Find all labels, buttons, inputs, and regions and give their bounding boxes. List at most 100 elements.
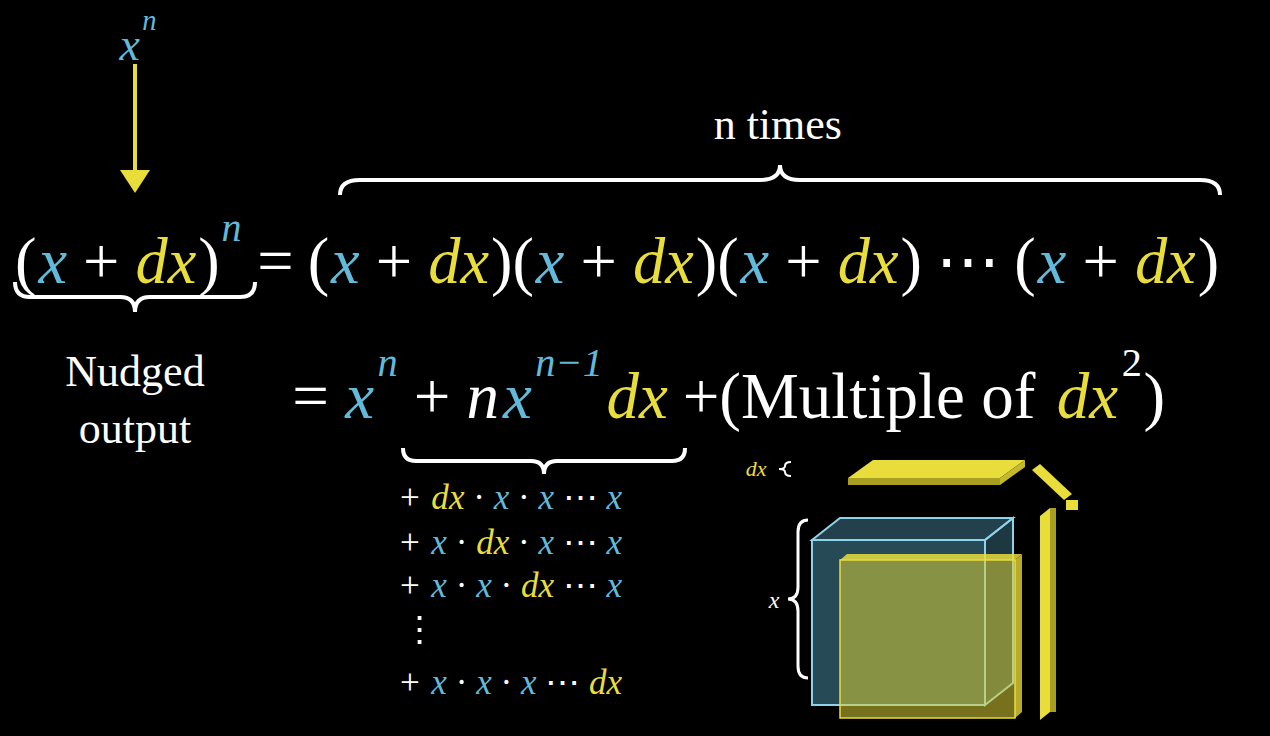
equation-row: (x+dx)n=(x+dx)(x+dx)(x+dx)⋯(x+dx) xyxy=(15,204,1219,300)
math-symbol: dx xyxy=(476,522,509,564)
math-symbol: ( xyxy=(717,223,738,300)
math-symbol: dx xyxy=(838,223,899,300)
math-symbol: dx xyxy=(521,565,554,607)
math-symbol: dx xyxy=(1135,223,1196,300)
top-slab-edge xyxy=(848,478,1000,485)
math-symbol: x xyxy=(331,223,360,300)
math-symbol: Nudged output xyxy=(65,347,204,453)
math-symbol: x xyxy=(607,522,623,564)
math-symbol: ( xyxy=(1014,223,1035,300)
equation-row: n times xyxy=(705,99,855,152)
brace xyxy=(779,462,791,476)
edge-bar xyxy=(1032,464,1072,500)
math-symbol: dx xyxy=(136,223,197,300)
math-symbol: + xyxy=(376,223,412,300)
math-symbol: + xyxy=(400,662,420,704)
math-symbol: n−1 xyxy=(535,339,603,387)
front-slab xyxy=(840,560,1015,718)
math-symbol: + xyxy=(785,223,821,300)
math-symbol: · xyxy=(518,522,530,564)
math-symbol: ) xyxy=(198,223,219,300)
math-symbol: x xyxy=(503,357,532,435)
math-symbol: + xyxy=(83,223,119,300)
math-symbol: x xyxy=(431,522,447,564)
math-symbol: · xyxy=(501,662,513,704)
brace xyxy=(340,165,1220,195)
math-symbol: · xyxy=(456,662,468,704)
math-symbol: · xyxy=(518,477,530,519)
math-symbol: dx xyxy=(589,662,622,704)
math-symbol: x xyxy=(538,477,554,519)
math-symbol: n xyxy=(467,357,500,435)
math-symbol: n xyxy=(378,339,398,387)
equation-row: x xyxy=(768,586,780,615)
equation-row: xn xyxy=(118,4,158,72)
math-symbol: + xyxy=(400,565,420,607)
slab-edge xyxy=(840,554,1022,560)
math-symbol: + xyxy=(400,477,420,519)
nudge-arrow xyxy=(133,64,137,172)
cube-top xyxy=(812,518,1013,540)
math-symbol: x xyxy=(431,662,447,704)
math-symbol: = xyxy=(257,223,293,300)
math-symbol: dx xyxy=(633,223,694,300)
math-symbol: x xyxy=(1038,223,1067,300)
math-symbol: + xyxy=(414,357,451,435)
brace xyxy=(403,448,685,474)
math-symbol: = xyxy=(292,357,329,435)
math-symbol: n xyxy=(221,204,241,252)
math-symbol: x xyxy=(119,17,139,72)
math-symbol: ) xyxy=(1143,357,1165,435)
math-symbol: · xyxy=(473,477,485,519)
top-slab xyxy=(848,460,1025,478)
math-symbol: ( xyxy=(15,223,36,300)
math-symbol: x xyxy=(536,223,565,300)
equation-row: +dx·x·x⋯x xyxy=(400,477,623,519)
equation-row: ⋮ xyxy=(402,609,437,651)
math-symbol: x xyxy=(345,357,374,435)
math-symbol: ( xyxy=(308,223,329,300)
math-symbol: ) xyxy=(491,223,512,300)
math-symbol: ⋯ xyxy=(563,477,598,519)
slab-edge xyxy=(1015,554,1022,718)
math-symbol: x xyxy=(476,565,492,607)
math-symbol: ) xyxy=(696,223,717,300)
math-symbol: ( xyxy=(512,223,533,300)
math-symbol: dx xyxy=(746,456,767,482)
math-symbol: ⋯ xyxy=(563,565,598,607)
math-symbol: n times xyxy=(714,99,842,152)
corner-cube xyxy=(1066,500,1078,510)
equation-row: =xn+nxn−1dx+(Multiple ofdx2) xyxy=(278,339,1165,435)
top-slab-edge xyxy=(1000,460,1025,485)
math-symbol: +(Multiple of xyxy=(683,357,1036,435)
math-symbol: x xyxy=(38,223,67,300)
math-symbol: dx xyxy=(1057,357,1118,435)
math-symbol: x xyxy=(476,662,492,704)
equation-row: +x·x·x⋯dx xyxy=(400,662,623,704)
math-symbol: ⋯ xyxy=(545,662,580,704)
equation-row: dx xyxy=(745,456,767,482)
equation-row: +x·x·dx⋯x xyxy=(400,565,623,607)
math-symbol: n xyxy=(142,4,156,38)
math-symbol: ) xyxy=(901,223,922,300)
math-symbol: 2 xyxy=(1122,339,1142,387)
right-slab xyxy=(1040,508,1050,720)
math-symbol: dx xyxy=(428,223,489,300)
right-slab-edge xyxy=(1050,508,1056,712)
math-symbol: ) xyxy=(1198,223,1219,300)
math-symbol: x xyxy=(521,662,537,704)
math-symbol: + xyxy=(1082,223,1118,300)
math-symbol: x xyxy=(538,522,554,564)
math-symbol: · xyxy=(501,565,513,607)
arrow-head xyxy=(120,170,150,193)
math-symbol: ⋮ xyxy=(402,609,437,651)
math-symbol: x xyxy=(494,477,510,519)
math-symbol: x xyxy=(741,223,770,300)
math-symbol: + xyxy=(400,522,420,564)
math-symbol: + xyxy=(581,223,617,300)
math-symbol: · xyxy=(456,522,468,564)
equation-row: +x·dx·x⋯x xyxy=(400,522,623,564)
brace xyxy=(788,520,808,678)
equation-row: Nudged output xyxy=(15,343,255,457)
math-symbol: x xyxy=(607,477,623,519)
